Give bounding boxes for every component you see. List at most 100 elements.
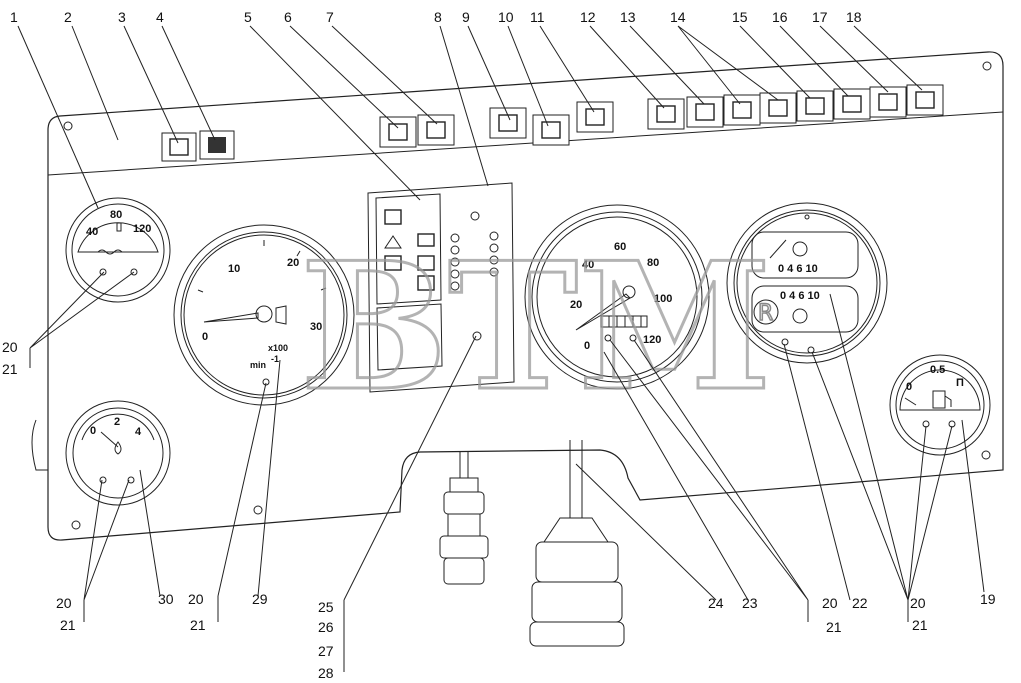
top-callouts: 1 2 3 4 5 6 7 8 9 10 11 12 13 14 15 16 1… — [10, 9, 862, 25]
callout-16: 16 — [772, 9, 788, 25]
switch-14[interactable] — [723, 94, 761, 126]
temp-pointer — [116, 222, 122, 232]
temp-tick-120: 120 — [133, 223, 151, 235]
gauge-mark — [804, 214, 810, 220]
callout-10: 10 — [498, 9, 514, 25]
gauge-screw — [99, 476, 107, 484]
brake-icon-lower — [792, 308, 808, 324]
gauge-screw — [99, 268, 107, 276]
fuel-tick-0: 0 — [906, 381, 912, 393]
connector-large — [529, 440, 625, 647]
tacho-hub — [255, 305, 273, 323]
fan-indicator-icon — [384, 209, 402, 225]
switch-13[interactable] — [686, 96, 724, 128]
leader-lines — [17, 25, 985, 672]
switch-17b[interactable] — [869, 86, 907, 118]
brake-icon-upper — [792, 241, 808, 257]
block-screw — [470, 211, 480, 221]
callout-11: 11 — [530, 9, 545, 25]
tacho-needle — [203, 312, 259, 323]
callout-18: 18 — [846, 9, 862, 25]
callout-26: 26 — [318, 619, 334, 635]
switch-6[interactable] — [379, 116, 417, 148]
callout-25: 25 — [318, 599, 334, 615]
callout-5: 5 — [244, 9, 252, 25]
gauge-screw — [604, 334, 612, 342]
callout-6: 6 — [284, 9, 292, 25]
switch-3[interactable] — [161, 132, 197, 162]
switch-18[interactable] — [906, 84, 944, 116]
oil-tick-4: 4 — [135, 426, 142, 438]
mount-hole — [63, 121, 73, 131]
oil-drop-icon — [114, 441, 122, 455]
lower-scale-window — [751, 285, 859, 333]
warning-light-block — [367, 182, 515, 393]
speedo-tick-120: 120 — [643, 334, 661, 346]
upper-scale-ticks: 0 4 6 10 — [778, 263, 818, 275]
oil-needle — [100, 431, 119, 448]
speedo-tick-100: 100 — [654, 293, 672, 305]
mount-hole — [981, 450, 991, 460]
switch-10[interactable] — [532, 114, 570, 146]
callout-23: 23 — [742, 595, 758, 611]
switch-9[interactable] — [489, 107, 527, 139]
battery-indicator-icon — [417, 233, 435, 247]
switch-4[interactable] — [199, 130, 235, 160]
lamp-indicator-icon — [384, 255, 402, 271]
watermark: BTM — [300, 225, 772, 430]
block-screw — [472, 331, 482, 341]
callout-4: 4 — [156, 9, 164, 25]
callout-19: 19 — [980, 591, 996, 607]
temp-tick-40: 40 — [86, 226, 98, 238]
mount-hole — [982, 61, 992, 71]
watermark-reg-circle — [753, 299, 779, 325]
callout-28: 28 — [318, 665, 334, 681]
oil-tick-2: 2 — [114, 416, 120, 428]
callout-20b: 20 — [56, 595, 72, 611]
tacho-tick-30: 30 — [310, 321, 322, 333]
callout-15: 15 — [732, 9, 748, 25]
hazard-indicator-icon — [417, 255, 435, 271]
speedo-tick-20: 20 — [570, 299, 582, 311]
switch-17[interactable] — [833, 88, 871, 120]
lower-scale-ticks: 0 4 6 10 — [780, 290, 820, 302]
switch-11[interactable] — [576, 101, 614, 133]
callout-22: 22 — [852, 595, 868, 611]
gauge-screw — [130, 268, 138, 276]
oil-tick-0: 0 — [90, 425, 96, 437]
switch-12[interactable] — [647, 98, 685, 130]
speedo-hub — [622, 285, 636, 299]
switch-15[interactable] — [759, 92, 797, 124]
tachometer: 0 10 20 30 x100 min -1 — [173, 224, 355, 406]
oil-pressure-gauge: 0 2 4 — [65, 400, 171, 506]
indicator-lamps-left — [450, 233, 460, 291]
callout-20a: 20 — [2, 339, 18, 355]
coolant-icon — [97, 249, 123, 255]
callout-27: 27 — [318, 643, 334, 659]
temp-tick-80: 80 — [110, 209, 122, 221]
switch-16[interactable] — [796, 90, 834, 122]
upper-scale-window — [751, 231, 859, 279]
tacho-multiplier: x100 — [268, 343, 288, 353]
odometer — [600, 315, 648, 328]
gauge-screw — [127, 476, 135, 484]
switch-7[interactable] — [417, 114, 455, 146]
callout-8: 8 — [434, 9, 442, 25]
callout-3: 3 — [118, 9, 126, 25]
callout-21b: 21 — [60, 617, 76, 633]
callout-17: 17 — [812, 9, 828, 25]
callout-1: 1 — [10, 9, 18, 25]
callout-21e: 21 — [912, 617, 928, 633]
tacho-tick-marks — [197, 240, 327, 293]
connector-small — [439, 452, 489, 585]
callout-24: 24 — [708, 595, 724, 611]
mount-hole — [71, 520, 81, 530]
callout-2: 2 — [64, 9, 72, 25]
speedo-tick-0: 0 — [584, 340, 590, 352]
speedo-tick-80: 80 — [647, 257, 659, 269]
callout-30: 30 — [158, 591, 174, 607]
callout-20d: 20 — [822, 595, 838, 611]
bottom-callouts: 20 21 20 21 30 20 21 29 25 26 27 28 24 2… — [2, 339, 996, 681]
tacho-tick-0: 0 — [202, 331, 208, 343]
